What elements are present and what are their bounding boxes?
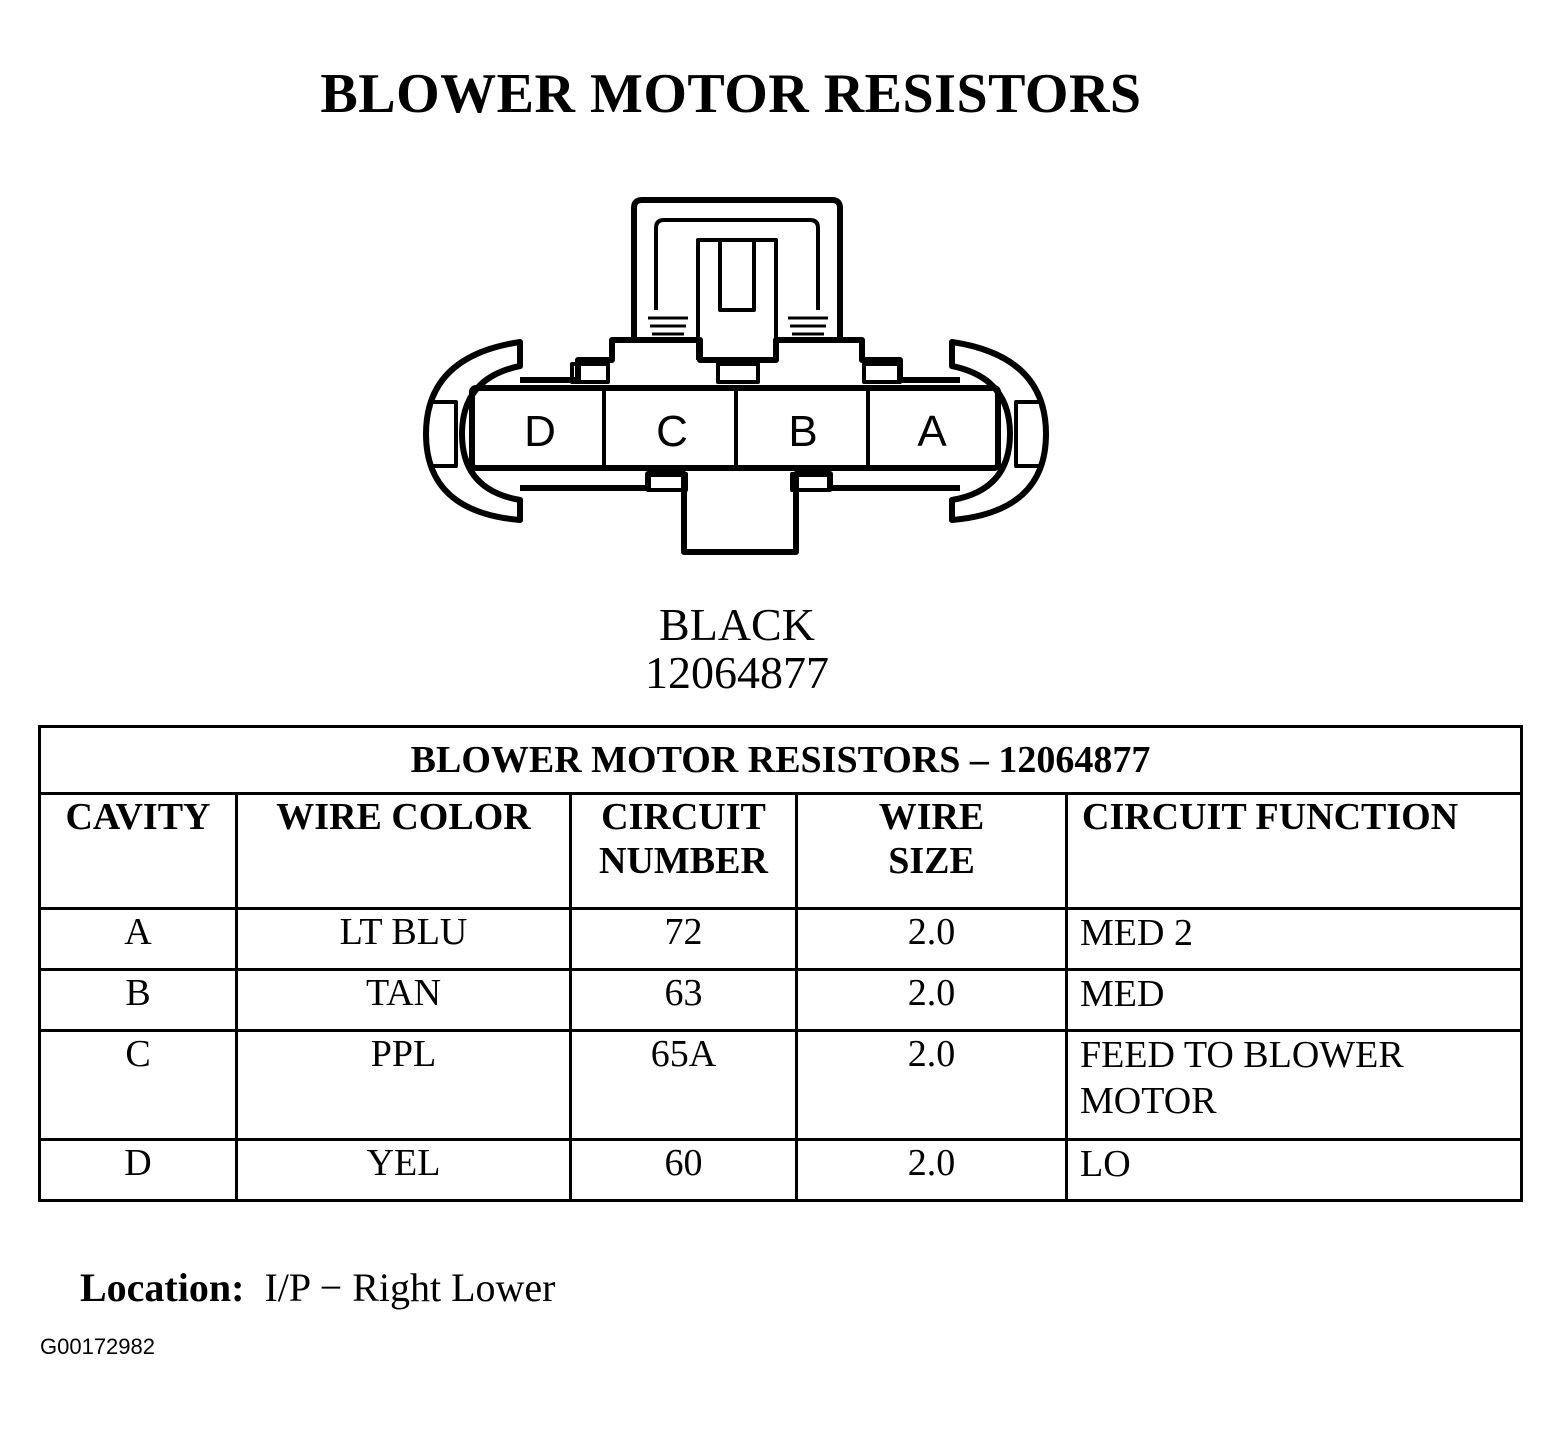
cell-wire-color: TAN xyxy=(235,968,572,1032)
header-circuit-number-line1: CIRCUIT xyxy=(601,796,766,838)
table-title: BLOWER MOTOR RESISTORS – 12064877 xyxy=(37,725,1524,795)
connector-face-drawing: D C B A xyxy=(423,197,1049,555)
cell-wire-size: 2.0 xyxy=(795,968,1068,1032)
connector-part-number: 12064877 xyxy=(645,647,829,698)
cavity-notch xyxy=(646,472,688,492)
cell-circuit-function-line2: MOTOR xyxy=(1080,1080,1217,1122)
connector-right-ear-clip xyxy=(1014,400,1042,468)
cell-circuit-function: MED 2 xyxy=(1064,907,1524,971)
cell-circuit-function: LO xyxy=(1064,1138,1524,1202)
cavity-label-b: B xyxy=(788,407,817,456)
cell-circuit-number: 60 xyxy=(569,1138,798,1202)
cell-circuit-number: 72 xyxy=(569,907,798,971)
cell-circuit-function: FEED TO BLOWER MOTOR xyxy=(1064,1029,1524,1141)
header-circuit-function: CIRCUIT FUNCTION xyxy=(1064,792,1524,910)
header-wire-size-line1: WIRE xyxy=(878,796,985,838)
connector-body-top xyxy=(520,337,960,383)
cell-cavity: C xyxy=(38,1029,238,1141)
cavity-label-c: C xyxy=(656,407,688,456)
cell-circuit-function: MED xyxy=(1064,968,1524,1032)
connector-color: BLACK xyxy=(659,599,815,650)
location-label: Location: xyxy=(80,1265,245,1310)
connector-left-ear xyxy=(423,339,523,523)
location-value: I/P − Right Lower xyxy=(264,1265,556,1310)
table-row: D YEL 60 2.0 LO xyxy=(38,1138,1524,1202)
header-wire-size: WIRE SIZE xyxy=(795,792,1068,910)
connector-latch-stem xyxy=(696,240,778,360)
header-circuit-number: CIRCUIT NUMBER xyxy=(569,792,798,910)
connector-body-bottom xyxy=(520,471,960,555)
location-note: Location: I/P − Right Lower xyxy=(80,1264,556,1311)
cell-circuit-function-line1: FEED TO BLOWER xyxy=(1080,1034,1404,1076)
header-circuit-number-line2: NUMBER xyxy=(599,840,768,882)
cell-wire-size: 2.0 xyxy=(795,1029,1068,1141)
cell-circuit-number: 63 xyxy=(569,968,798,1032)
latch-hatch-right xyxy=(788,316,828,336)
cell-wire-size: 2.0 xyxy=(795,1138,1068,1202)
cell-cavity: D xyxy=(38,1138,238,1202)
connector-left-ear-clip xyxy=(430,400,458,468)
cell-cavity: B xyxy=(38,968,238,1032)
figure-code: G00172982 xyxy=(40,1334,155,1359)
cavity-notch xyxy=(790,472,832,492)
table-row: A LT BLU 72 2.0 MED 2 xyxy=(38,907,1524,971)
cell-cavity: A xyxy=(38,907,238,971)
header-wire-color: WIRE COLOR xyxy=(235,792,572,910)
table-row: B TAN 63 2.0 MED xyxy=(38,968,1524,1032)
connector-right-ear xyxy=(949,339,1049,523)
cell-wire-size: 2.0 xyxy=(795,907,1068,971)
cavity-notch xyxy=(716,362,760,384)
connector-latch-inner xyxy=(654,218,820,310)
cell-wire-color: LT BLU xyxy=(235,907,572,971)
latch-hatch-left xyxy=(648,316,688,336)
header-wire-size-line2: SIZE xyxy=(888,840,975,882)
cell-circuit-number: 65A xyxy=(569,1029,798,1141)
table-row: C PPL 65A 2.0 FEED TO BLOWER MOTOR xyxy=(38,1029,1524,1141)
cavity-notch xyxy=(570,362,610,384)
cavity-label-d: D xyxy=(524,407,556,456)
pinout-table: BLOWER MOTOR RESISTORS – 12064877 CAVITY… xyxy=(37,725,1524,1202)
table-header-row: CAVITY WIRE COLOR CIRCUIT NUMBER WIRE SI… xyxy=(38,792,1524,910)
cavity-notch xyxy=(862,362,902,384)
cell-wire-color: PPL xyxy=(235,1029,572,1141)
diagram-title: BLOWER MOTOR RESISTORS xyxy=(320,63,1142,125)
header-cavity: CAVITY xyxy=(38,792,238,910)
connector-latch xyxy=(612,197,862,343)
cell-wire-color: YEL xyxy=(235,1138,572,1202)
connector-latch-tab xyxy=(696,238,778,318)
cavity-label-a: A xyxy=(917,407,947,456)
